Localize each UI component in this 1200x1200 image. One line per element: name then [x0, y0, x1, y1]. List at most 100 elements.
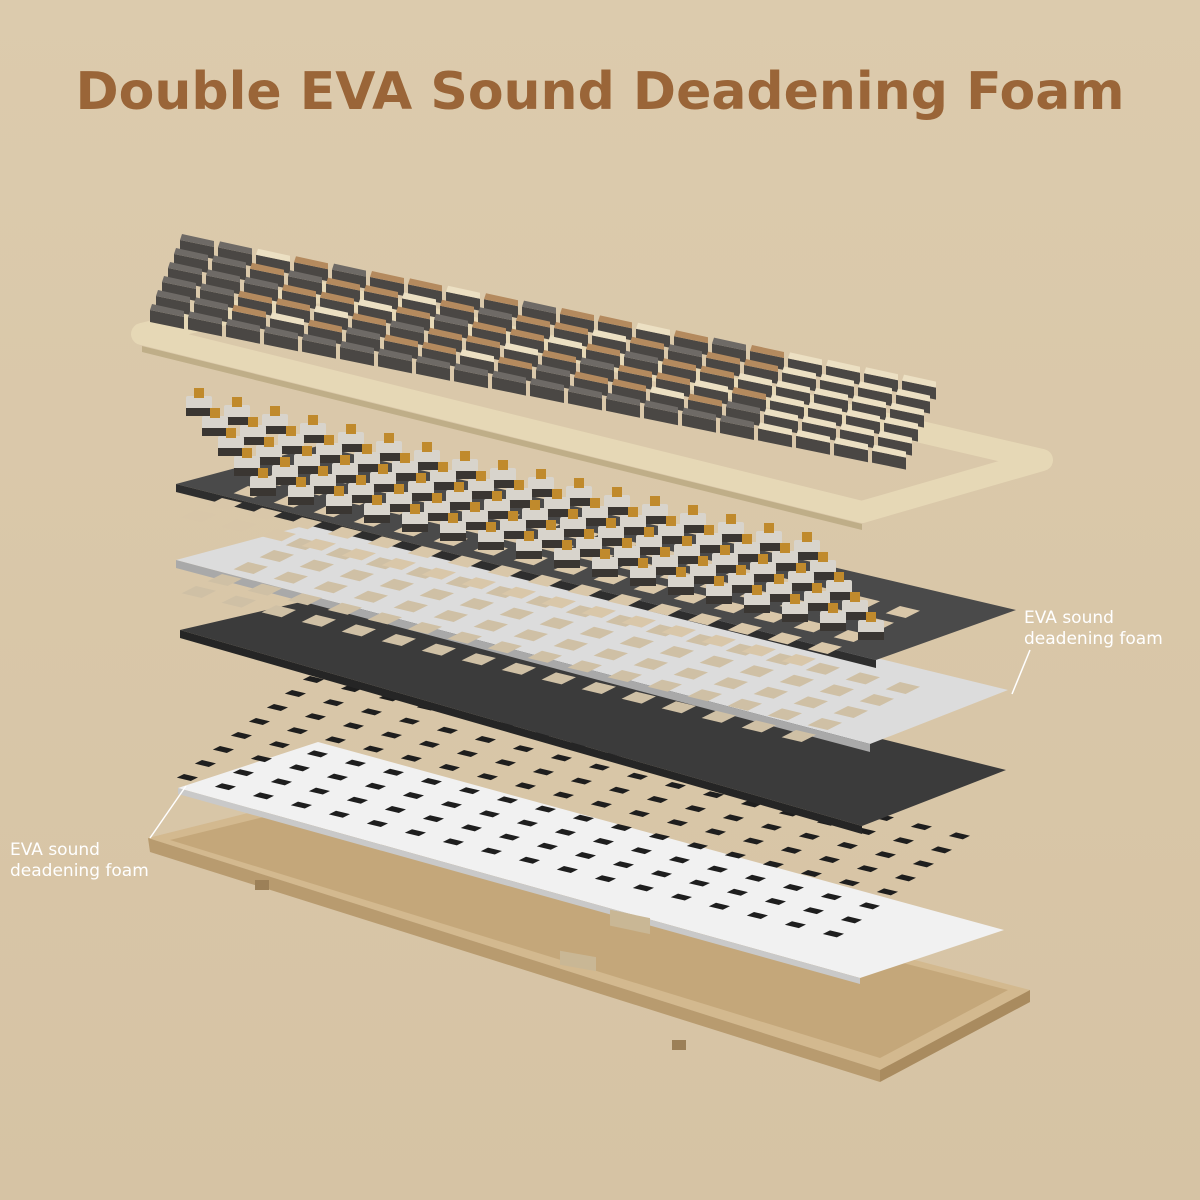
- keycap: [218, 241, 252, 267]
- switch: [820, 603, 846, 631]
- keycap: [864, 367, 898, 393]
- foam-cutout: [713, 677, 748, 690]
- keycap: [726, 401, 760, 426]
- socket: [266, 704, 288, 711]
- keycap: [428, 327, 462, 353]
- foam-cutout: [819, 684, 854, 697]
- foam-cutout: [313, 581, 348, 594]
- keycap: [764, 408, 798, 434]
- switch: [370, 464, 396, 492]
- switch: [674, 536, 700, 564]
- keycap: [592, 329, 626, 355]
- plate-cutout: [727, 622, 762, 635]
- switch: [452, 451, 478, 479]
- foam-cutout: [407, 622, 442, 634]
- socket: [590, 800, 612, 808]
- switch: [348, 475, 374, 503]
- socket: [288, 764, 310, 772]
- foam-cutout: [273, 571, 308, 584]
- socket: [418, 740, 440, 748]
- plate-cutout: [607, 594, 642, 606]
- keycap: [846, 409, 880, 435]
- keycap: [498, 356, 532, 382]
- switch: [408, 473, 434, 501]
- socket: [708, 902, 730, 910]
- switch: [392, 453, 418, 481]
- keycap: [580, 357, 614, 383]
- socket: [456, 750, 478, 757]
- foam-cutout: [327, 602, 362, 615]
- keycap: [712, 337, 746, 363]
- foam-cutout: [767, 708, 802, 721]
- switch: [750, 554, 776, 582]
- socket: [402, 792, 424, 799]
- foam-cutout: [833, 706, 868, 718]
- foam-cutout: [381, 634, 416, 646]
- socket: [572, 814, 594, 822]
- keycap: [264, 326, 298, 352]
- switch: [734, 534, 760, 562]
- keycap: [326, 277, 360, 303]
- plate-cutout: [207, 498, 242, 510]
- foam-cutout: [499, 607, 534, 620]
- keycap: [294, 256, 328, 282]
- switch: [522, 500, 548, 528]
- socket: [248, 718, 270, 725]
- foam-cutout: [741, 720, 776, 733]
- foam-cutout: [647, 679, 682, 692]
- callout-upper-line1: EVA sound: [1024, 608, 1114, 628]
- switch: [484, 491, 510, 519]
- keycap: [232, 304, 266, 330]
- plate-cutout: [461, 577, 496, 590]
- switch: [326, 486, 352, 514]
- plate-cutout: [753, 610, 788, 623]
- foam-cutout: [259, 550, 294, 562]
- keycap: [504, 342, 538, 368]
- switch: [810, 552, 836, 580]
- foam-cutout: [793, 696, 828, 709]
- socket: [232, 769, 254, 777]
- socket: [214, 783, 236, 791]
- socket: [284, 690, 306, 697]
- socket: [556, 866, 578, 873]
- socket: [340, 685, 362, 693]
- socket: [820, 893, 842, 901]
- keycap: [674, 330, 708, 356]
- switch: [642, 496, 668, 524]
- foam-cutout: [353, 590, 388, 603]
- switch: [680, 505, 706, 533]
- keycap: [750, 345, 784, 370]
- plate-cutout: [421, 567, 456, 580]
- switch: [658, 516, 684, 544]
- socket: [838, 879, 860, 887]
- socket: [514, 782, 536, 790]
- switch: [462, 502, 488, 530]
- switch: [288, 477, 314, 505]
- plate-cutout: [487, 565, 522, 578]
- plate-cutout: [527, 574, 562, 587]
- switch: [516, 531, 542, 559]
- switch: [718, 514, 744, 542]
- socket: [494, 759, 516, 767]
- switch: [744, 585, 770, 613]
- switch: [240, 417, 266, 445]
- keycap: [492, 370, 526, 396]
- plate-cutout: [247, 507, 282, 520]
- socket: [648, 833, 670, 841]
- socket: [366, 820, 388, 827]
- keycap: [484, 293, 518, 319]
- socket: [856, 865, 878, 873]
- keycap: [852, 395, 886, 421]
- switch: [706, 576, 732, 604]
- foam-cutout: [301, 614, 336, 627]
- plate-cutout: [301, 538, 336, 551]
- foam-cutout: [421, 643, 456, 656]
- foam-cutout: [753, 686, 788, 699]
- keycap: [352, 313, 386, 338]
- socket: [286, 727, 308, 735]
- socket: [400, 754, 422, 762]
- keycap: [840, 423, 874, 449]
- switch: [554, 540, 580, 568]
- switch: [310, 466, 336, 494]
- keycap: [644, 400, 678, 426]
